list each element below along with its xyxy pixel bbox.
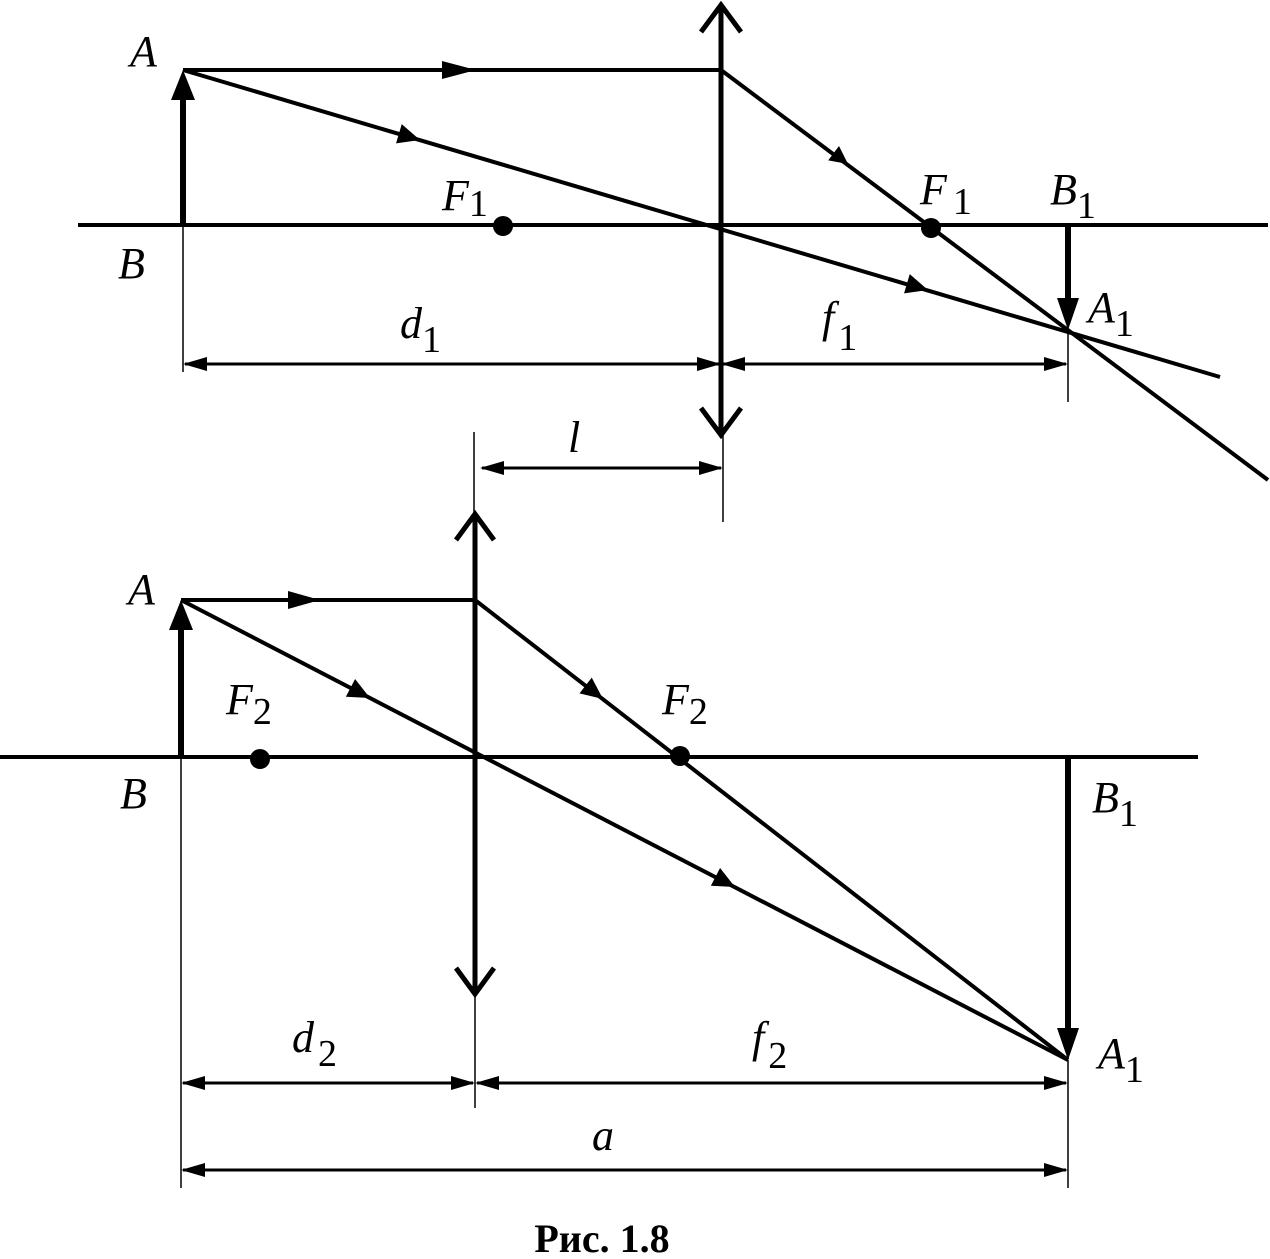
ray-arrowhead: [904, 274, 928, 294]
ray-center-top: [182, 68, 1221, 379]
label-point-a: A: [125, 565, 156, 614]
label-image-b: B1: [1092, 773, 1138, 835]
label-image-a: A1: [1095, 1029, 1144, 1091]
ray-arrowhead: [396, 124, 420, 144]
ray-arrowhead: [345, 678, 370, 698]
label-point-b: B: [118, 239, 145, 288]
ray-arrowhead: [828, 145, 848, 164]
image-arrow-bottom: [1057, 757, 1079, 1060]
label-focus-left: F2: [225, 675, 272, 733]
object-arrow-top: [171, 70, 195, 225]
ray-arrowhead: [710, 867, 735, 887]
image-arrow-top: [1057, 225, 1079, 330]
focus-point-right-top: [921, 218, 941, 238]
label-dimension-d1: d1: [400, 299, 441, 361]
focus-point-left-top: [493, 216, 513, 236]
label-dimension-l: l: [568, 413, 580, 462]
focus-point-right-bottom: [670, 746, 690, 766]
label-dimension-a: a: [592, 1111, 614, 1160]
label-image-a: A1: [1085, 283, 1134, 345]
label-focus-left: F1: [441, 171, 488, 225]
ray-arrowhead: [288, 591, 320, 609]
ray-arrowhead: [579, 677, 603, 699]
ray-arrowhead: [442, 61, 476, 79]
lens-shift: l: [473, 413, 723, 520]
ray-refracted-top: [719, 68, 1270, 482]
label-point-b: B: [120, 769, 147, 818]
label-focus-right: F2: [661, 675, 708, 733]
ray-refracted-bottom: [473, 598, 1070, 1062]
object-arrow-bottom: [169, 600, 193, 757]
focus-point-left-bottom: [250, 749, 270, 769]
figure-caption: Рис. 1.8: [534, 1216, 669, 1259]
label-point-a: A: [127, 27, 158, 76]
label-image-b: B1: [1050, 165, 1096, 227]
ray-center-bottom: [180, 598, 1069, 1062]
